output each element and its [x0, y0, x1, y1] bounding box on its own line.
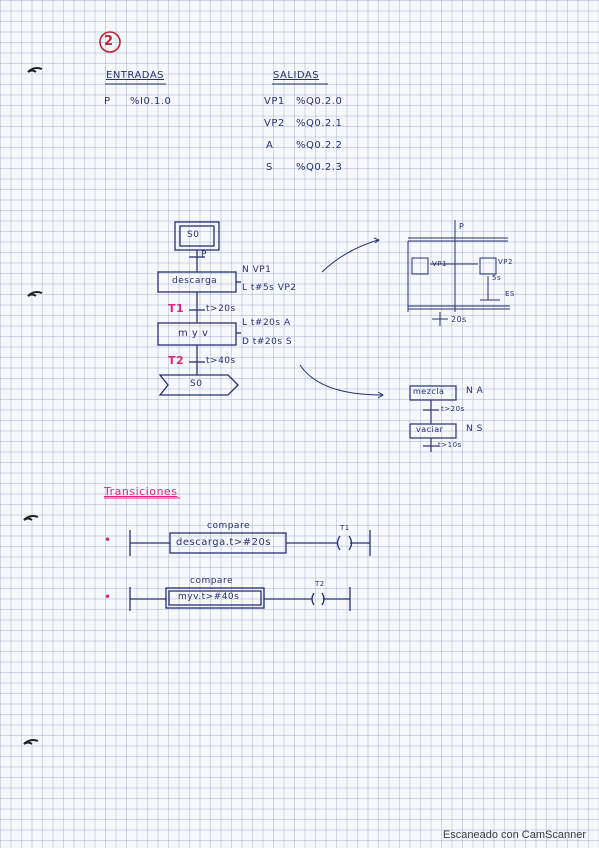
step1-label: descarga — [172, 276, 218, 286]
step2-label: m y v — [178, 328, 209, 339]
transition-t1-name: T1 — [168, 302, 185, 315]
transition-t2-name: T2 — [168, 354, 185, 367]
entradas-heading: ENTRADAS — [106, 70, 165, 81]
step1-action1: N VP1 — [242, 265, 272, 275]
timing-5s-label: 5s — [492, 274, 502, 282]
rung2-title: compare — [190, 576, 233, 586]
transition-t1-cond: t>20s — [206, 304, 236, 314]
entrada-p-name: P — [104, 96, 111, 107]
rung1-expression: descarga.t>#20s — [176, 537, 272, 548]
salida-vp2-name: VP2 — [264, 118, 285, 129]
detail-vaciar-label: vaciar — [416, 425, 444, 434]
timing-vp2-label: VP2 — [498, 258, 513, 266]
page-number: 2 — [104, 34, 114, 49]
rung2-expression: myv.t>#40s — [178, 592, 240, 602]
initial-step-label: S0 — [187, 230, 200, 240]
timing-20s-label: 20s — [451, 315, 467, 324]
rung2-coil-label: T2 — [315, 580, 325, 588]
salida-vp2-addr: %Q0.2.1 — [296, 118, 343, 129]
jump-label: S0 — [190, 379, 203, 389]
rung1-coil-label: T1 — [340, 524, 350, 532]
detail-cond1: t>20s — [441, 405, 465, 413]
timing-vp1-label: VP1 — [432, 260, 447, 268]
transition-p-label: P — [201, 250, 207, 260]
timing-p-label: P — [459, 222, 465, 231]
step2-action2: D t#20s S — [242, 337, 293, 347]
transition-t2-cond: t>40s — [206, 356, 236, 366]
detail-mezcla-action: N A — [466, 386, 484, 396]
salida-a-addr: %Q0.2.2 — [296, 140, 343, 151]
step2-action1: L t#20s A — [242, 318, 291, 328]
detail-mezcla-label: mezcla — [413, 387, 445, 396]
camscanner-watermark: Escaneado con CamScanner — [442, 829, 586, 841]
entrada-p-addr: %I0.1.0 — [130, 96, 172, 107]
salida-vp1-name: VP1 — [264, 96, 285, 107]
salida-s-name: S — [266, 162, 273, 173]
rung1-title: compare — [207, 521, 250, 531]
rung2-bullet: • — [104, 590, 112, 604]
timing-es-label: ES — [505, 290, 515, 298]
rung1-bullet: • — [104, 533, 112, 547]
salidas-heading: SALIDAS — [273, 70, 320, 81]
transiciones-heading: Transiciones — [104, 485, 178, 498]
salida-a-name: A — [266, 140, 274, 151]
detail-cond2: t>10s — [438, 441, 462, 449]
step1-action2: L t#5s VP2 — [242, 283, 297, 293]
salida-vp1-addr: %Q0.2.0 — [296, 96, 343, 107]
salida-s-addr: %Q0.2.3 — [296, 162, 343, 173]
detail-vaciar-action: N S — [466, 424, 483, 434]
